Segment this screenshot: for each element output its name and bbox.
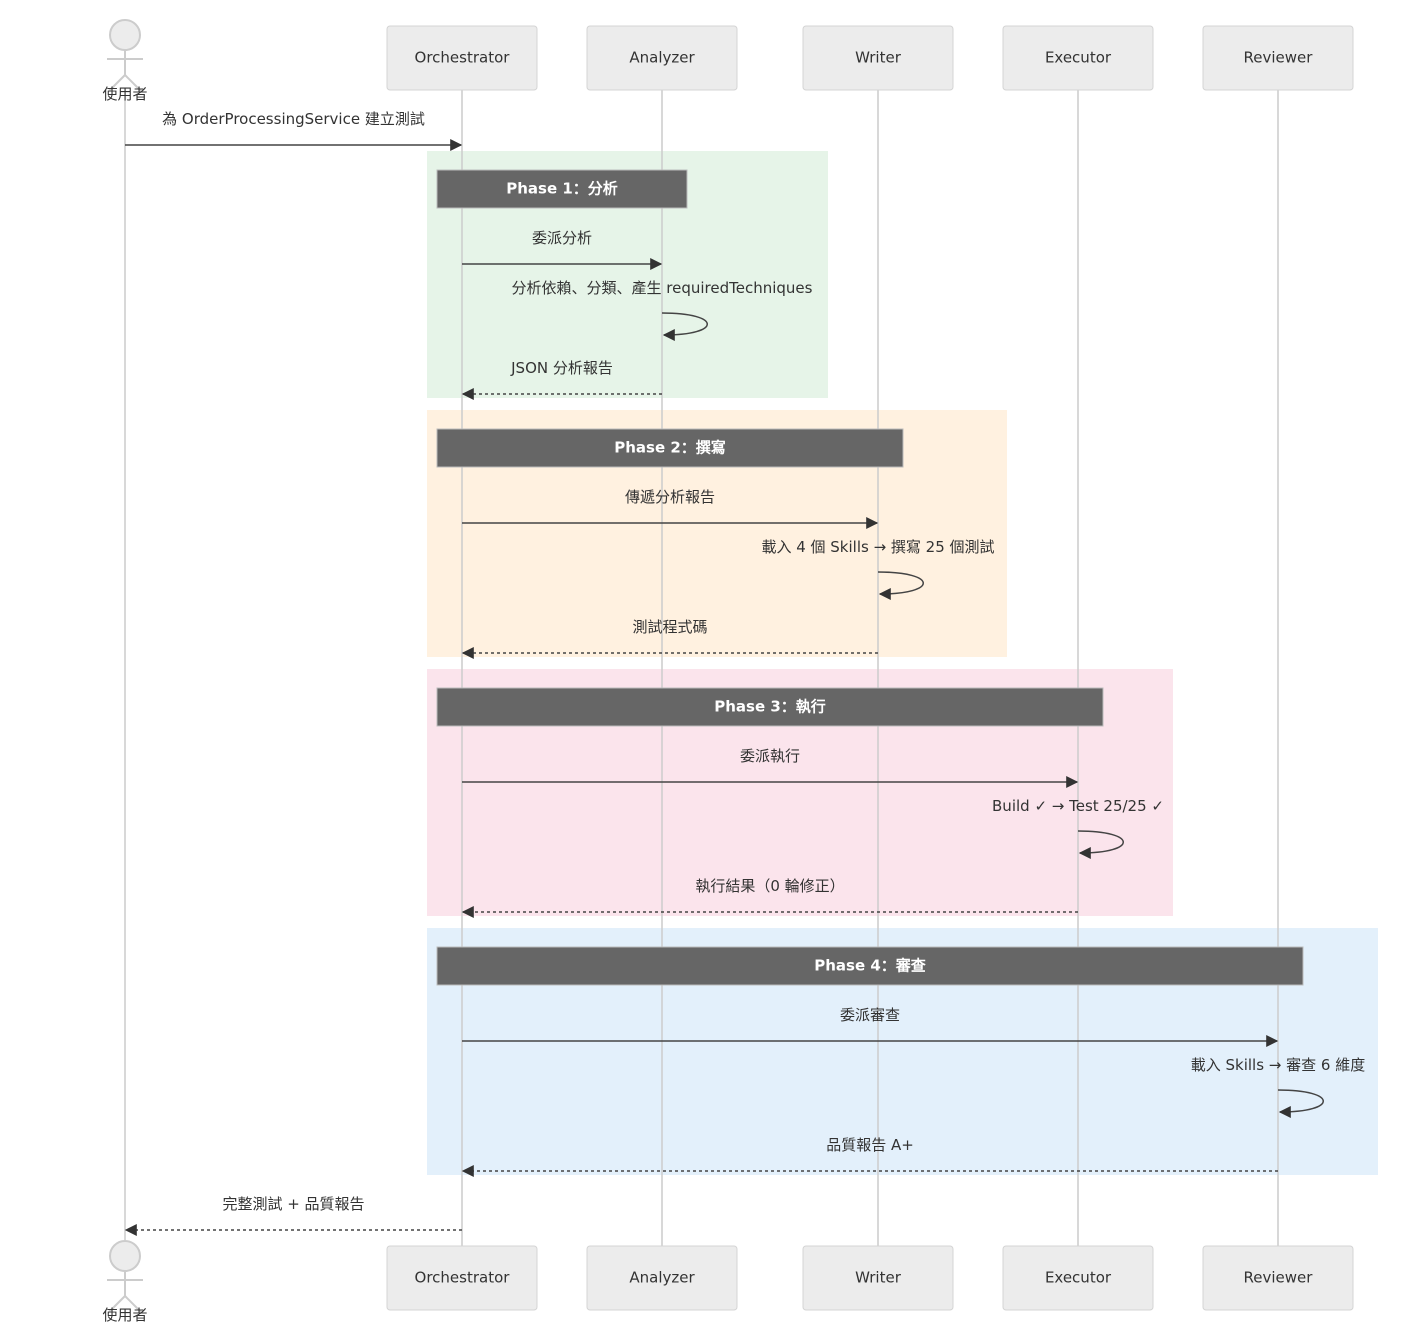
phase-title: Phase 1：分析: [506, 180, 618, 198]
participant-label: Reviewer: [1244, 49, 1314, 67]
participant-label: Writer: [855, 49, 902, 67]
self-message-arrow: [1277, 1089, 1324, 1118]
message-label: 傳遞分析報告: [625, 488, 715, 506]
message-label: 為 OrderProcessingService 建立測試: [162, 110, 425, 128]
phase-note-3: Phase 3：執行: [436, 687, 1104, 727]
person-icon: [109, 19, 141, 51]
message-label: Build ✓ → Test 25/25 ✓: [992, 797, 1164, 815]
participant-orchestrator-top[interactable]: Orchestrator: [386, 25, 538, 91]
self-message-arrow: [1077, 830, 1124, 859]
participant-label: Orchestrator: [415, 1269, 511, 1287]
phase-note-4: Phase 4：審查: [436, 946, 1304, 986]
message: 完整測試 + 品質報告: [124, 1195, 462, 1236]
message: Build ✓ → Test 25/25 ✓: [992, 797, 1164, 859]
participant-executor-top[interactable]: Executor: [1002, 25, 1154, 91]
self-message-arrow: [877, 571, 924, 600]
message-label: 測試程式碼: [632, 618, 707, 636]
participant-reviewer-top[interactable]: Reviewer: [1202, 25, 1354, 91]
phase-note-2: Phase 2：撰寫: [436, 428, 904, 468]
message: 委派審查: [462, 1006, 1279, 1047]
person-icon: [109, 1240, 141, 1272]
message-label: 完整測試 + 品質報告: [222, 1195, 364, 1213]
message-label: 品質報告 A+: [826, 1136, 914, 1154]
participant-label: Analyzer: [629, 49, 695, 67]
message: 委派執行: [462, 747, 1079, 788]
participant-label: Executor: [1045, 49, 1112, 67]
participant-label: Reviewer: [1244, 1269, 1314, 1287]
phase-title: Phase 4：審查: [814, 957, 927, 975]
user-actor-label: 使用者: [102, 1306, 147, 1324]
message-label: 委派審查: [840, 1006, 900, 1024]
participant-label: Analyzer: [629, 1269, 695, 1287]
message: 為 OrderProcessingService 建立測試: [125, 110, 463, 151]
message-label: 委派執行: [740, 747, 800, 765]
phase-title: Phase 3：執行: [714, 698, 826, 716]
message: JSON 分析報告: [461, 359, 662, 400]
participant-reviewer-bottom[interactable]: Reviewer: [1202, 1245, 1354, 1311]
phase-title: Phase 2：撰寫: [614, 439, 726, 457]
phase-note-1: Phase 1：分析: [436, 169, 688, 209]
user-actor-top[interactable]: 使用者: [102, 19, 148, 103]
message-label: 分析依賴、分類、產生 requiredTechniques: [512, 279, 813, 297]
participant-analyzer-top[interactable]: Analyzer: [586, 25, 738, 91]
participant-executor-bottom[interactable]: Executor: [1002, 1245, 1154, 1311]
user-actor-bottom[interactable]: 使用者: [102, 1240, 148, 1324]
message: 執行結果（0 輪修正）: [461, 877, 1078, 918]
message-label: JSON 分析報告: [510, 359, 613, 377]
message: 測試程式碼: [461, 618, 878, 659]
participant-writer-top[interactable]: Writer: [802, 25, 954, 91]
message-label: 載入 Skills → 審查 6 維度: [1191, 1056, 1365, 1074]
user-actor-label: 使用者: [102, 85, 147, 103]
participant-writer-bottom[interactable]: Writer: [802, 1245, 954, 1311]
message: 傳遞分析報告: [462, 488, 879, 529]
message: 載入 4 個 Skills → 撰寫 25 個測試: [761, 538, 995, 600]
message-label: 執行結果（0 輪修正）: [695, 877, 844, 895]
message: 委派分析: [462, 229, 663, 270]
participant-label: Executor: [1045, 1269, 1112, 1287]
self-message-arrow: [661, 312, 708, 341]
message: 分析依賴、分類、產生 requiredTechniques: [512, 279, 813, 341]
participant-analyzer-bottom[interactable]: Analyzer: [586, 1245, 738, 1311]
message: 載入 Skills → 審查 6 維度: [1191, 1056, 1365, 1118]
message: 品質報告 A+: [461, 1136, 1278, 1177]
message-label: 委派分析: [532, 229, 592, 247]
participant-label: Orchestrator: [415, 49, 511, 67]
message-label: 載入 4 個 Skills → 撰寫 25 個測試: [761, 538, 994, 556]
participant-orchestrator-bottom[interactable]: Orchestrator: [386, 1245, 538, 1311]
participant-label: Writer: [855, 1269, 902, 1287]
